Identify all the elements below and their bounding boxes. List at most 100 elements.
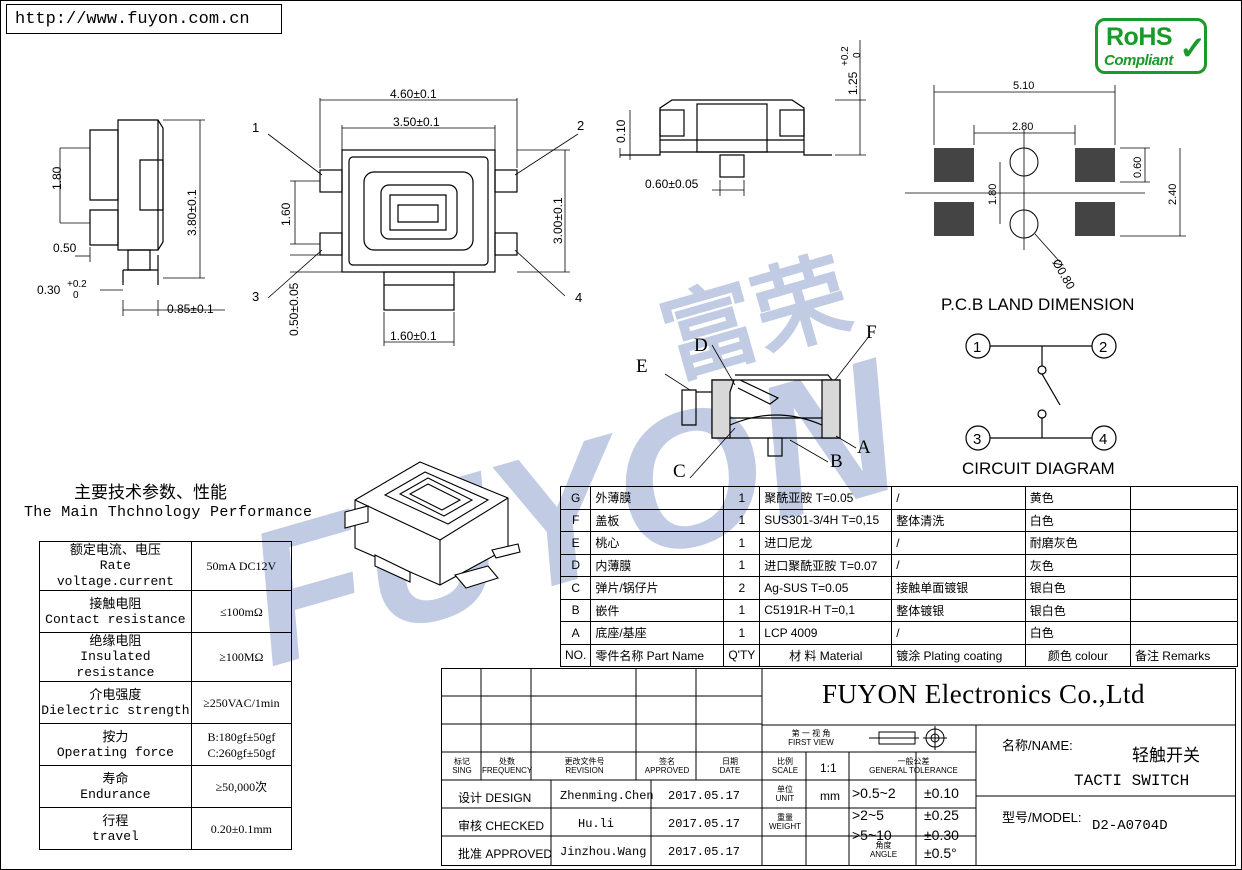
tolerance-value: ±0.10 xyxy=(924,785,959,801)
materials-material: 进口尼龙 xyxy=(759,531,893,555)
front-dim-1-25: 1.25 xyxy=(846,71,860,95)
materials-row: B 嵌件 1 C5191R-H T=0,1 整体镀银 银白色 xyxy=(559,598,1239,622)
angle-label: 角度 ANGLE xyxy=(850,841,917,859)
spec-param-en: Insulated resistance xyxy=(76,649,155,680)
spec-param-en: Operating force xyxy=(56,744,174,760)
spec-param-en: Endurance xyxy=(80,786,151,802)
company-name: FUYON Electronics Co.,Ltd xyxy=(822,679,1145,709)
spec-param-cn: 行程 xyxy=(102,812,129,828)
terminal-label-4: 4 xyxy=(575,290,582,305)
materials-remarks xyxy=(1129,598,1239,622)
materials-part: 内薄膜 xyxy=(590,553,725,577)
front-dim-0-10: 0.10 xyxy=(614,119,628,143)
materials-qty: 1 xyxy=(723,598,761,622)
terminal-label-2: 2 xyxy=(577,118,584,133)
rev-header-revision: 更改文件号 REVISION xyxy=(532,757,637,775)
side-dim-0-30-minus: 0 xyxy=(73,290,79,301)
angle-label-en: ANGLE xyxy=(869,850,898,859)
unit-value: mm xyxy=(820,789,840,803)
general-tolerance-label: 一般公差 GENERAL TOLERANCE xyxy=(850,757,977,775)
tolerance-range: >5~10 xyxy=(852,827,892,843)
rev-header-cn: 日期 xyxy=(722,757,738,766)
spec-param-cn: 接触电阻 xyxy=(89,595,142,611)
side-dim-0-50: 0.50 xyxy=(53,241,77,255)
scale-value: 1:1 xyxy=(820,761,837,775)
materials-qty: 2 xyxy=(723,576,761,600)
materials-plating: / xyxy=(891,531,1026,555)
spec-value: B:180gf±50gf xyxy=(207,729,276,744)
materials-colour: 白色 xyxy=(1024,621,1131,645)
signature-role: 批准 APPROVED xyxy=(458,847,553,861)
product-name-label: 名称/NAME: xyxy=(1002,738,1073,753)
side-dim-1-80: 1.80 xyxy=(50,166,64,190)
signature-date: 2017.05.17 xyxy=(668,789,741,803)
rohs-badge-line1: RoHS xyxy=(1106,23,1173,51)
section-label-a: A xyxy=(857,437,871,458)
scale-label: 比例 SCALE xyxy=(763,757,807,775)
website-url-box: http://www.fuyon.com.cn xyxy=(6,4,282,34)
materials-part: 外薄膜 xyxy=(590,486,725,510)
spec-param-cn: 介电强度 xyxy=(89,686,142,702)
signature-name: Zhenming.Chen xyxy=(560,789,654,803)
tolerance-range: >2~5 xyxy=(852,807,884,823)
checkmark-icon: ✓ xyxy=(1179,30,1206,66)
spec-heading-cn: 主要技术参数、性能 xyxy=(74,483,227,502)
spec-value: ≥250VAC/1min xyxy=(190,681,293,724)
materials-header-plating: 镀涂 Plating coating xyxy=(891,643,1026,667)
title-block: FUYON Electronics Co.,Ltd 第 一 视 角 FIRST … xyxy=(441,668,1236,866)
rev-header-en: DATE xyxy=(719,766,741,775)
pcb-dim-2-40: 2.40 xyxy=(1167,184,1179,205)
materials-colour: 银白色 xyxy=(1024,576,1131,600)
rev-header-en: SING xyxy=(452,766,472,775)
circuit-terminal-3: 3 xyxy=(973,431,981,448)
materials-qty: 1 xyxy=(723,486,761,510)
materials-row: F 盖板 1 SUS301-3/4H T=0,15 整体清洗 白色 xyxy=(559,508,1239,532)
cross-section xyxy=(664,334,871,479)
materials-material: LCP 4009 xyxy=(759,621,893,645)
front-dim-0-60: 0.60±0.05 xyxy=(645,177,699,191)
materials-colour: 白色 xyxy=(1024,508,1131,532)
spec-value: 50mA DC12V xyxy=(190,541,293,591)
top-dim-1-60: 1.60 xyxy=(279,202,293,226)
rev-header-en: APPROVED xyxy=(644,766,690,775)
first-view-en: FIRST VIEW xyxy=(788,738,834,747)
scale-label-en: SCALE xyxy=(771,766,799,775)
materials-plating: 整体镀银 xyxy=(891,598,1026,622)
materials-plating: / xyxy=(891,621,1026,645)
signature-date: 2017.05.17 xyxy=(668,845,741,859)
materials-colour: 灰色 xyxy=(1024,553,1131,577)
materials-part: 弹片/锅仔片 xyxy=(590,576,725,600)
isometric-view xyxy=(344,461,521,589)
materials-remarks xyxy=(1129,621,1239,645)
spec-value: ≥100MΩ xyxy=(190,632,293,682)
materials-no: E xyxy=(559,531,592,555)
materials-remarks xyxy=(1129,576,1239,600)
front-dim-1-25-plus: +0.2 xyxy=(840,46,851,66)
product-name-cn: 轻触开关 xyxy=(1132,746,1200,765)
unit-label: 单位 UNIT xyxy=(763,785,807,803)
spec-value-2: C:260gf±50gf xyxy=(207,745,276,760)
materials-qty: 1 xyxy=(723,531,761,555)
materials-material: 进口聚酰亚胺 T=0.07 xyxy=(759,553,893,577)
circuit-terminal-1: 1 xyxy=(973,339,981,356)
pcb-dim-dia-0-80: Ø0.80 xyxy=(1049,257,1078,293)
weight-label: 重量 WEIGHT xyxy=(763,813,807,831)
top-dim-0-50: 0.50±0.05 xyxy=(287,282,301,336)
materials-part: 盖板 xyxy=(590,508,725,532)
materials-remarks xyxy=(1129,531,1239,555)
title-block-grid xyxy=(441,668,1236,866)
spec-param-en: Dielectric strength xyxy=(41,702,190,718)
spec-param-en: Contact resistance xyxy=(45,611,186,627)
materials-qty: 1 xyxy=(723,508,761,532)
materials-row: G 外薄膜 1 聚酰亚胺 T=0.05 / 黄色 xyxy=(559,486,1239,510)
angle-value: ±0.5° xyxy=(924,845,957,861)
spec-param-cn: 寿命 xyxy=(102,770,129,786)
materials-qty: 1 xyxy=(723,553,761,577)
spec-param-en: travel xyxy=(91,828,139,844)
materials-table: G 外薄膜 1 聚酰亚胺 T=0.05 / 黄色 F 盖板 1 SUS301-3… xyxy=(559,486,1239,667)
